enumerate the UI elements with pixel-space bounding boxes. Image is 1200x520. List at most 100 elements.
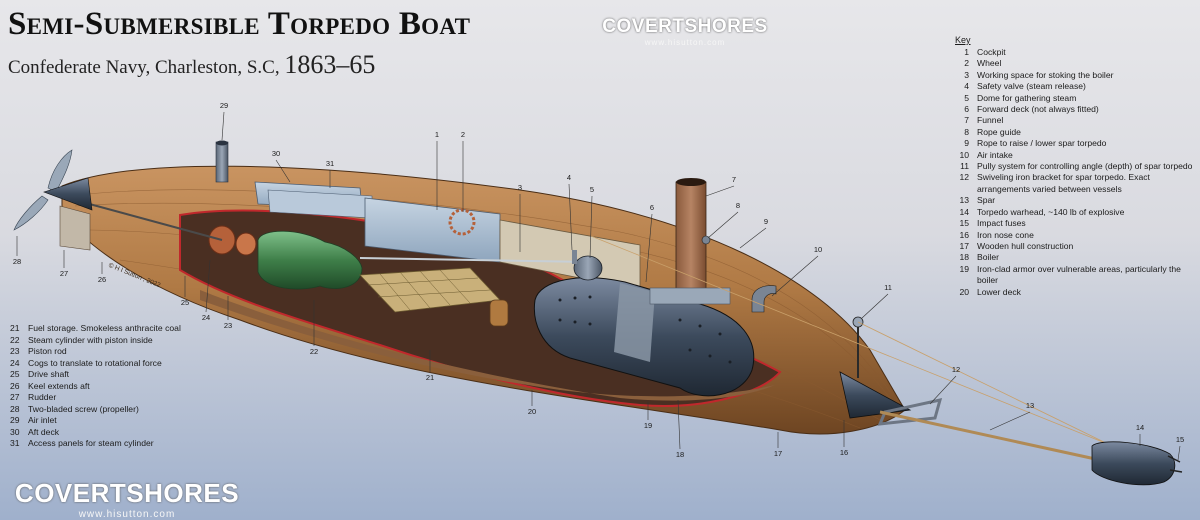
stern-cone	[43, 177, 93, 211]
callout-leader-7	[705, 185, 735, 197]
key-item-label: Piston rod	[28, 346, 67, 356]
key-item-number: 3	[964, 69, 969, 80]
callout-leader-6	[645, 213, 653, 283]
key-item-label: Wheel	[977, 58, 1002, 69]
key-item-number: 30	[10, 426, 20, 437]
key-item-number: 21	[10, 323, 20, 333]
callout-label-26: 26	[98, 275, 106, 284]
key-item-number: 25	[10, 369, 20, 379]
covertshores-logo-bottom: COVERTSHORES www.hisutton.com	[12, 478, 242, 520]
funnel	[675, 181, 707, 303]
key-item-label: Spar	[977, 195, 996, 206]
callout-leader-18	[677, 399, 681, 450]
callout-label-20: 20	[528, 407, 536, 416]
key-item-number: 22	[10, 334, 20, 345]
callout-label-15: 15	[1176, 435, 1184, 444]
spar	[879, 410, 1101, 462]
callout-label-30: 30	[272, 149, 280, 158]
callout-label-7: 7	[732, 175, 736, 184]
callout-label-2: 2	[461, 130, 465, 139]
callout-label-23: 23	[224, 321, 232, 330]
key-item: 29 Air inlet	[10, 415, 250, 427]
callout-leaders	[16, 111, 1181, 461]
callout-leader-5	[589, 195, 593, 259]
callout-label-17: 17	[774, 449, 782, 458]
key-item-number: 20	[959, 286, 969, 297]
callout-leader-24	[205, 259, 211, 313]
logo-url: www.hisutton.com	[78, 509, 176, 520]
cog-gear-2	[235, 232, 257, 256]
key-item-label: Forward deck (not always fitted)	[977, 104, 1099, 115]
barrel	[489, 299, 509, 327]
key-item-number: 10	[959, 149, 969, 160]
callout-label-16: 16	[840, 448, 848, 457]
key-item: 31 Access panels for steam cylinder	[10, 438, 250, 450]
air-inlet-aft-top	[216, 140, 228, 146]
steam-dome	[573, 255, 603, 281]
callout-label-5: 5	[590, 185, 594, 194]
key-item-label: Working space for stoking the boiler	[977, 69, 1114, 80]
key-item-number: 15	[959, 218, 969, 229]
key-item-number: 14	[959, 206, 969, 217]
torpedo-warhead	[1091, 441, 1176, 486]
boiler-rivets	[558, 295, 732, 364]
callout-label-8: 8	[736, 201, 740, 210]
key-item-label: Funnel	[977, 115, 1004, 126]
callout-label-29: 29	[220, 101, 228, 110]
key-item: 7 Funnel	[955, 115, 1195, 126]
callout-label-6: 6	[650, 203, 654, 212]
key-item-number: 17	[959, 240, 969, 251]
key-item-label: Cockpit	[977, 47, 1006, 57]
key-item-label: Dome for gathering steam	[977, 92, 1077, 103]
callout-label-22: 22	[310, 347, 318, 356]
callout-leader-13	[989, 411, 1031, 431]
callout-label-12: 12	[952, 365, 960, 374]
callout-label-14: 14	[1136, 423, 1144, 432]
callout-label-1: 1	[435, 130, 439, 139]
key-item-label: Fuel storage. Smokeless anthracite coal	[28, 323, 181, 333]
key-item: 3 Working space for stoking the boiler	[955, 70, 1195, 81]
key-item-number: 9	[964, 138, 969, 149]
key-item-number: 1	[964, 47, 969, 57]
propeller-blade-lower	[13, 195, 49, 231]
key-item-number: 29	[10, 415, 20, 425]
key-item-number: 16	[959, 229, 969, 240]
funnel-top	[676, 178, 706, 186]
key-item-number: 31	[10, 438, 20, 448]
key-item-number: 26	[10, 380, 20, 391]
key-item-label: Two-bladed screw (propeller)	[28, 403, 139, 414]
swivel-bracket	[877, 398, 943, 426]
air-intake-forward	[751, 285, 777, 313]
key-item-label: Wooden hull construction	[977, 240, 1074, 251]
key-item-number: 7	[964, 115, 969, 126]
callout-label-13: 13	[1026, 401, 1034, 410]
callout-label-19: 19	[644, 421, 652, 430]
propeller-blade-upper	[47, 149, 73, 193]
key-item-label: Safety valve (steam release)	[977, 81, 1086, 92]
key-item-label: Air inlet	[28, 415, 57, 425]
key-heading: Key	[955, 35, 971, 45]
key-item-label: Access panels for steam cylinder	[28, 438, 154, 448]
callout-label-25: 25	[181, 298, 189, 307]
key-item-label: Iron-clad armor over vulnerable areas, p…	[977, 263, 1181, 286]
key-item: 1 Cockpit	[955, 47, 1195, 58]
key-item-label: Iron nose cone	[977, 229, 1034, 240]
helm-wheel	[448, 208, 476, 236]
